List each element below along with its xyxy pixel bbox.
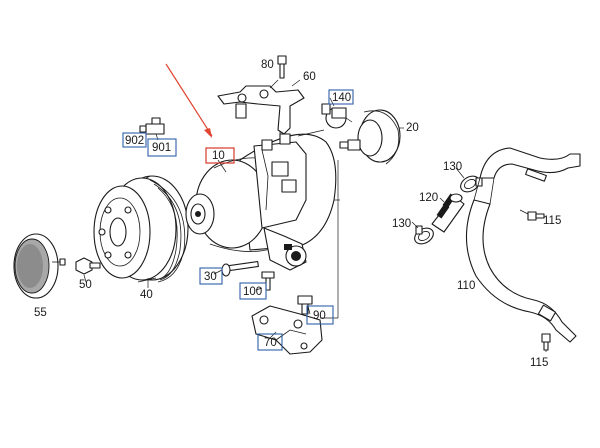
label-box-901	[147, 138, 177, 157]
part-130-clamp-lower[interactable]	[412, 225, 436, 247]
label-140[interactable]: 140	[332, 92, 351, 104]
label-80[interactable]: 80	[261, 59, 274, 71]
part-10-pump-body[interactable]	[185, 126, 337, 271]
label-55[interactable]: 55	[34, 307, 47, 319]
label-box-90	[306, 305, 334, 325]
part-901-902-fitting[interactable]	[139, 117, 165, 141]
part-130-clamp-upper[interactable]	[458, 173, 483, 195]
leader-lines	[213, 79, 547, 352]
label-20[interactable]: 20	[406, 122, 419, 134]
label-120[interactable]: 120	[419, 192, 438, 204]
pointer-arrow	[165, 63, 213, 138]
part-120-valve[interactable]	[431, 193, 465, 233]
part-30-bolt[interactable]	[221, 260, 259, 277]
part-60-bracket[interactable]	[217, 79, 305, 135]
part-110-hose[interactable]	[465, 147, 581, 343]
label-90[interactable]: 90	[313, 310, 326, 322]
label-box-10	[205, 147, 235, 164]
label-115-upper[interactable]: 115	[543, 215, 561, 227]
part-100-screw[interactable]	[261, 271, 275, 291]
label-60[interactable]: 60	[303, 71, 316, 83]
label-50[interactable]: 50	[79, 279, 92, 291]
label-30[interactable]: 30	[204, 271, 217, 283]
part-140-clamp[interactable]	[321, 103, 353, 129]
label-box-902	[122, 132, 147, 148]
part-55-cover[interactable]	[13, 233, 66, 299]
label-box-70	[257, 333, 283, 351]
label-110[interactable]: 110	[457, 280, 475, 292]
part-115-screw-upper[interactable]	[527, 211, 545, 221]
part-40-pulley[interactable]	[93, 175, 189, 288]
label-130-upper[interactable]: 130	[443, 161, 462, 173]
label-box-100	[239, 282, 267, 300]
label-70[interactable]: 70	[264, 337, 277, 349]
label-100[interactable]: 100	[243, 286, 262, 298]
label-box-140	[328, 89, 354, 105]
label-box-30	[199, 267, 223, 285]
part-90-screw[interactable]	[297, 295, 313, 315]
part-115-screw-lower[interactable]	[541, 333, 551, 351]
label-40[interactable]: 40	[140, 289, 153, 301]
label-10[interactable]: 10	[212, 150, 225, 162]
label-902[interactable]: 902	[125, 135, 144, 147]
label-130-lower[interactable]: 130	[392, 218, 411, 230]
part-80-screw[interactable]	[277, 55, 287, 79]
label-901[interactable]: 901	[152, 142, 171, 154]
part-70-bracket[interactable]	[251, 305, 323, 355]
part-50-bolt[interactable]	[75, 257, 101, 283]
label-115-lower[interactable]: 115	[530, 357, 548, 369]
part-20-reservoir[interactable]	[339, 109, 404, 165]
